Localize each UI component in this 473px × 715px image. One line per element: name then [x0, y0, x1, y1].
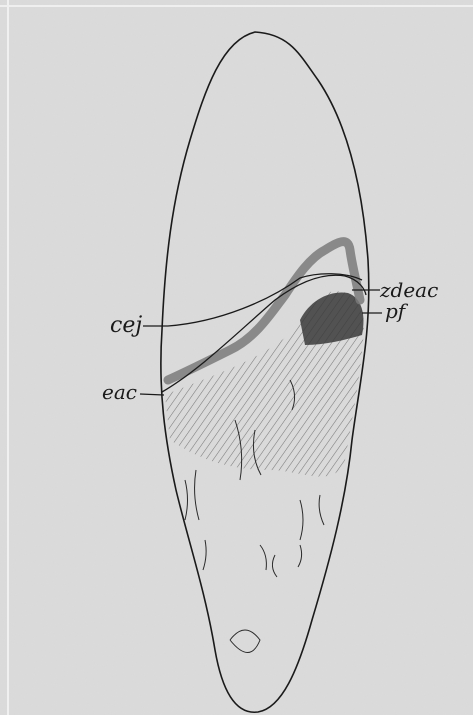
label-cej: cej — [110, 313, 142, 338]
label-eac: eac — [102, 380, 137, 404]
